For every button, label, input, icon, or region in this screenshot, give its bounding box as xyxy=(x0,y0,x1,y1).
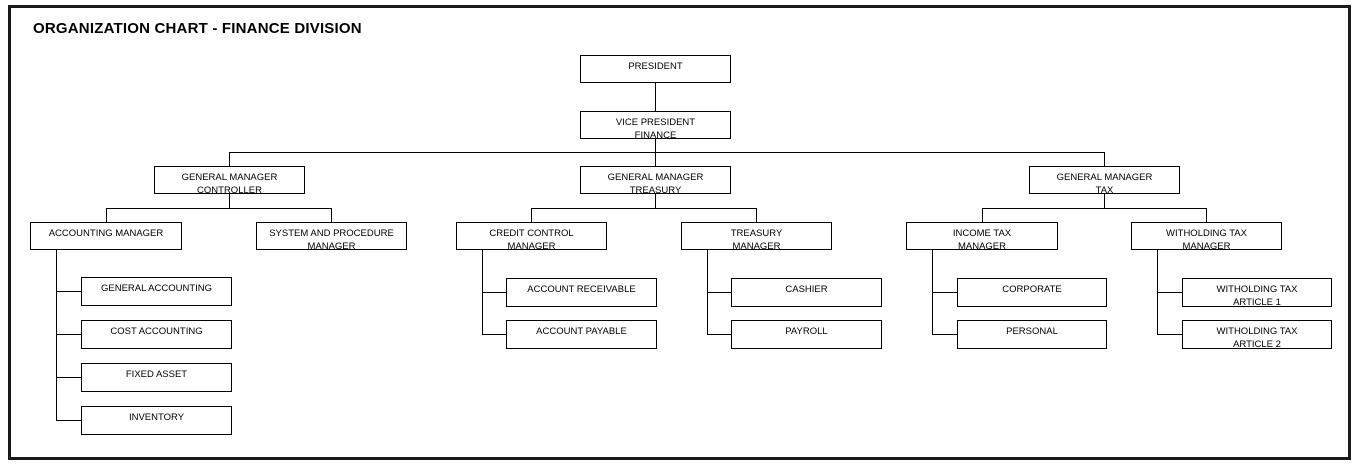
node-president[interactable]: PRESIDENT xyxy=(580,55,731,83)
connector-witholding-tax-elbow-2 xyxy=(1157,334,1182,335)
node-gm-treasury[interactable]: GENERAL MANAGER TREASURY xyxy=(580,166,731,196)
node-corporate-line-1: CORPORATE xyxy=(1002,284,1062,295)
node-gm-tax[interactable]: GENERAL MANAGER TAX xyxy=(1029,166,1180,196)
connector-president-to-vp xyxy=(655,83,656,111)
connector-treasury-bus xyxy=(531,208,756,209)
connector-accounting-elbow-1 xyxy=(56,291,81,292)
node-fixed-asset[interactable]: FIXED ASSET xyxy=(81,363,232,392)
node-payroll[interactable]: PAYROLL xyxy=(731,320,882,349)
node-credit-control-manager-line-2: MANAGER xyxy=(507,241,556,252)
node-account-payable[interactable]: ACCOUNT PAYABLE xyxy=(506,320,657,349)
node-gm-controller-line-1: GENERAL MANAGER xyxy=(181,172,278,183)
node-cashier-line-1: CASHIER xyxy=(785,284,828,295)
connector-witholding-tax-elbow-1 xyxy=(1157,292,1182,293)
node-cost-accounting[interactable]: COST ACCOUNTING xyxy=(81,320,232,349)
connector-controller-to-accounting-manager xyxy=(106,208,107,222)
connector-gm-tax-down xyxy=(1104,194,1105,208)
page-title: ORGANIZATION CHART - FINANCE DIVISION xyxy=(33,20,362,37)
node-gm-controller[interactable]: GENERAL MANAGER CONTROLLER xyxy=(154,166,305,196)
node-witholding-tax-article-1-line-1: WITHOLDING TAX xyxy=(1216,284,1298,295)
node-corporate[interactable]: CORPORATE xyxy=(957,278,1107,307)
node-witholding-tax-article-2[interactable]: WITHOLDING TAX ARTICLE 2 xyxy=(1182,320,1332,350)
connector-bus-to-gm-controller xyxy=(229,152,230,166)
connector-accounting-elbow-3 xyxy=(56,377,81,378)
node-system-procedure-manager[interactable]: SYSTEM AND PROCEDURE MANAGER xyxy=(256,222,407,252)
node-president-line-1: PRESIDENT xyxy=(628,61,683,72)
node-general-accounting[interactable]: GENERAL ACCOUNTING xyxy=(81,277,232,306)
connector-income-tax-elbow-2 xyxy=(932,334,957,335)
node-gm-tax-line-2: TAX xyxy=(1095,185,1114,196)
connector-accounting-spine xyxy=(56,250,57,421)
connector-credit-control-elbow-2 xyxy=(482,334,507,335)
connector-accounting-elbow-2 xyxy=(56,334,81,335)
node-vice-president[interactable]: VICE PRESIDENT FINANCE xyxy=(580,111,731,141)
node-vice-president-line-1: VICE PRESIDENT xyxy=(615,117,696,128)
node-witholding-tax-article-2-line-1: WITHOLDING TAX xyxy=(1216,326,1298,337)
node-personal-line-1: PERSONAL xyxy=(1006,326,1058,337)
node-system-procedure-manager-line-2: MANAGER xyxy=(307,241,356,252)
node-inventory[interactable]: INVENTORY xyxy=(81,406,232,435)
node-account-payable-line-1: ACCOUNT PAYABLE xyxy=(536,326,627,337)
node-treasury-manager[interactable]: TREASURY MANAGER xyxy=(681,222,832,252)
node-general-accounting-line-1: GENERAL ACCOUNTING xyxy=(100,283,213,294)
node-witholding-tax-manager[interactable]: WITHOLDING TAX MANAGER xyxy=(1131,222,1282,252)
connector-treasury-to-treasury-manager xyxy=(756,208,757,222)
connector-gm-treasury-down xyxy=(655,194,656,208)
node-witholding-tax-article-1-line-2: ARTICLE 1 xyxy=(1233,297,1281,308)
connector-tax-bus xyxy=(982,208,1206,209)
node-inventory-line-1: INVENTORY xyxy=(128,412,185,423)
node-witholding-tax-article-2-line-2: ARTICLE 2 xyxy=(1233,339,1281,350)
connector-controller-to-system-procedure xyxy=(331,208,332,222)
connector-treasury-to-credit-control xyxy=(531,208,532,222)
node-treasury-manager-line-1: TREASURY xyxy=(730,228,783,239)
node-treasury-manager-line-2: MANAGER xyxy=(732,241,781,252)
connector-vp-down xyxy=(655,139,656,153)
connector-gm-bus xyxy=(229,152,1105,153)
connector-treasury-manager-elbow-1 xyxy=(707,292,732,293)
node-vice-president-line-2: FINANCE xyxy=(634,130,677,141)
page-border xyxy=(8,5,1351,460)
node-cashier[interactable]: CASHIER xyxy=(731,278,882,307)
node-accounting-manager[interactable]: ACCOUNTING MANAGER xyxy=(30,222,182,250)
connector-bus-to-gm-treasury xyxy=(655,152,656,166)
node-personal[interactable]: PERSONAL xyxy=(957,320,1107,349)
node-witholding-tax-article-1[interactable]: WITHOLDING TAX ARTICLE 1 xyxy=(1182,278,1332,308)
connector-accounting-elbow-4 xyxy=(56,420,81,421)
node-cost-accounting-line-1: COST ACCOUNTING xyxy=(110,326,203,337)
node-gm-controller-line-2: CONTROLLER xyxy=(197,185,262,196)
connector-gm-controller-down xyxy=(229,194,230,208)
connector-controller-bus xyxy=(106,208,332,209)
node-fixed-asset-line-1: FIXED ASSET xyxy=(125,369,188,380)
node-credit-control-manager[interactable]: CREDIT CONTROL MANAGER xyxy=(456,222,607,252)
node-witholding-tax-manager-line-2: MANAGER xyxy=(1182,241,1231,252)
node-payroll-line-1: PAYROLL xyxy=(785,326,828,337)
node-income-tax-manager-line-2: MANAGER xyxy=(957,241,1007,252)
node-income-tax-manager[interactable]: INCOME TAX MANAGER xyxy=(906,222,1058,252)
connector-treasury-manager-elbow-2 xyxy=(707,334,732,335)
connector-tax-to-witholding-tax xyxy=(1206,208,1207,222)
node-account-receivable-line-1: ACCOUNT RECEIVABLE xyxy=(527,284,636,295)
connector-bus-to-gm-tax xyxy=(1104,152,1105,166)
connector-income-tax-elbow-1 xyxy=(932,292,957,293)
node-credit-control-manager-line-1: CREDIT CONTROL xyxy=(489,228,574,239)
node-gm-treasury-line-1: GENERAL MANAGER xyxy=(607,172,704,183)
node-gm-treasury-line-2: TREASURY xyxy=(629,185,682,196)
node-system-procedure-manager-line-1: SYSTEM AND PROCEDURE xyxy=(269,228,394,239)
connector-tax-to-income-tax xyxy=(982,208,983,222)
node-gm-tax-line-1: GENERAL MANAGER xyxy=(1056,172,1153,183)
node-witholding-tax-manager-line-1: WITHOLDING TAX xyxy=(1166,228,1247,239)
node-account-receivable[interactable]: ACCOUNT RECEIVABLE xyxy=(506,278,657,307)
node-income-tax-manager-line-1: INCOME TAX xyxy=(952,228,1012,239)
node-accounting-manager-line-1: ACCOUNTING MANAGER xyxy=(48,228,164,239)
connector-credit-control-elbow-1 xyxy=(482,292,507,293)
